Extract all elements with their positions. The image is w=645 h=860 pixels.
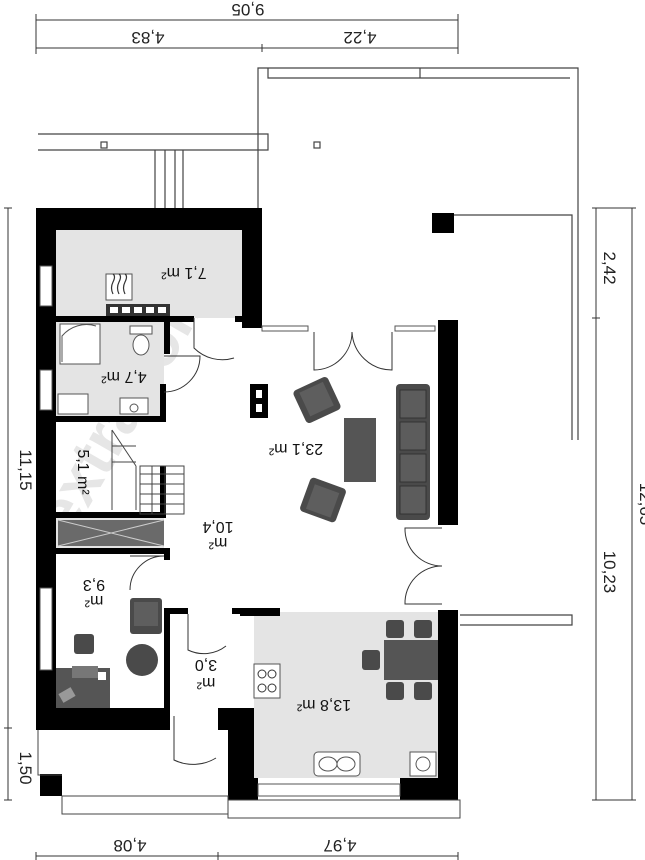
area-hall-unit: m²: [208, 534, 227, 551]
area-office-unit: m²: [84, 592, 103, 609]
doors: [129, 318, 443, 765]
area-office-value: 9,3: [83, 576, 105, 593]
dimension-lines: [4, 14, 636, 860]
terrace-outline: [38, 67, 579, 626]
kitchen-furniture: [253, 620, 438, 777]
dim-bottom-right: 4,97: [323, 836, 356, 855]
office-furniture: [56, 598, 162, 708]
boiler-fixtures: [105, 273, 170, 316]
area-boiler: 7,1 m²: [161, 264, 207, 281]
dim-left-main: 11,15: [16, 449, 35, 490]
area-wc-unit: m²: [196, 674, 215, 691]
dim-top-total: 9,05: [231, 0, 264, 19]
dim-top-right: 4,22: [343, 28, 376, 47]
bathroom-fixtures: [57, 323, 153, 415]
living-furniture: [293, 376, 430, 523]
area-wc-value: 3,0: [195, 656, 217, 673]
area-hall-value: 10,4: [202, 518, 233, 535]
wardrobe: [57, 519, 165, 547]
dim-right-total: 12,65: [636, 483, 645, 526]
dim-left-bottom: 1,50: [16, 751, 35, 784]
dim-right-top: 2,42: [600, 251, 619, 284]
windows: [39, 265, 436, 797]
area-kitchen: 13,8 m²: [296, 696, 351, 713]
dim-right-mid: 10,23: [600, 551, 619, 594]
entrance-step: [37, 730, 461, 819]
dim-bottom-left: 4,08: [113, 836, 146, 855]
area-living: 23,1 m²: [268, 440, 323, 457]
dim-top-left: 4,83: [131, 28, 164, 47]
area-stairs: 5,1 m²: [74, 449, 91, 495]
stairs: [111, 429, 185, 515]
chimney: [432, 213, 454, 233]
area-bathroom: 4,7 m²: [101, 368, 147, 385]
